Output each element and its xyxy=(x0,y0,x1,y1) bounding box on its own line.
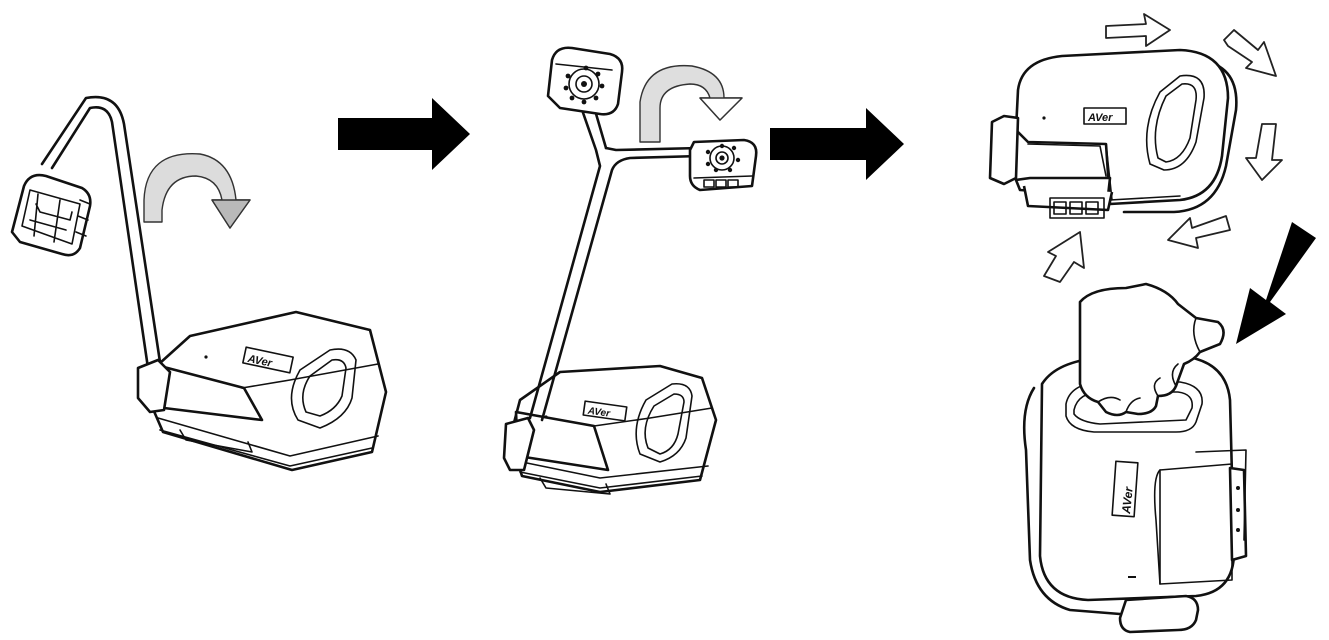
motion-arrow-right xyxy=(1245,123,1283,181)
step-arrow-1 xyxy=(338,98,470,170)
brand-logo-step-3: AVer xyxy=(1087,112,1113,124)
rotate-arrow-step-1 xyxy=(143,153,251,229)
brand-logo-step-3-carried: AVer xyxy=(1119,485,1136,515)
hand-icon xyxy=(1078,282,1225,417)
brand-logo-step-2: AVer xyxy=(586,406,612,420)
step-2-camera-head-side xyxy=(688,138,758,192)
step-2-camera-head-top xyxy=(546,46,624,116)
step-1-extended-camera: AVer xyxy=(10,95,388,472)
step-1-base: AVer xyxy=(148,310,388,472)
step-3-folded-unit: AVer xyxy=(988,13,1316,634)
step-2-base: AVer xyxy=(508,364,718,495)
motion-arrow-top-right xyxy=(1223,29,1277,77)
step-1-arm xyxy=(40,95,172,414)
step-arrow-3 xyxy=(1236,222,1316,344)
rotate-arrow-step-2 xyxy=(639,64,743,143)
step-3-folded-base: AVer xyxy=(988,48,1238,219)
motion-arrow-bottom-right xyxy=(1167,215,1231,249)
brand-logo-step-1: AVer xyxy=(246,353,274,370)
motion-arrow-top xyxy=(1105,13,1171,47)
step-2-folding-arm: AVer xyxy=(502,46,758,495)
step-1-camera-head xyxy=(10,173,92,257)
step-arrow-2 xyxy=(770,108,904,180)
motion-arrow-bottom-left xyxy=(1043,231,1085,283)
step-3-carried-unit: AVer xyxy=(1022,354,1248,634)
